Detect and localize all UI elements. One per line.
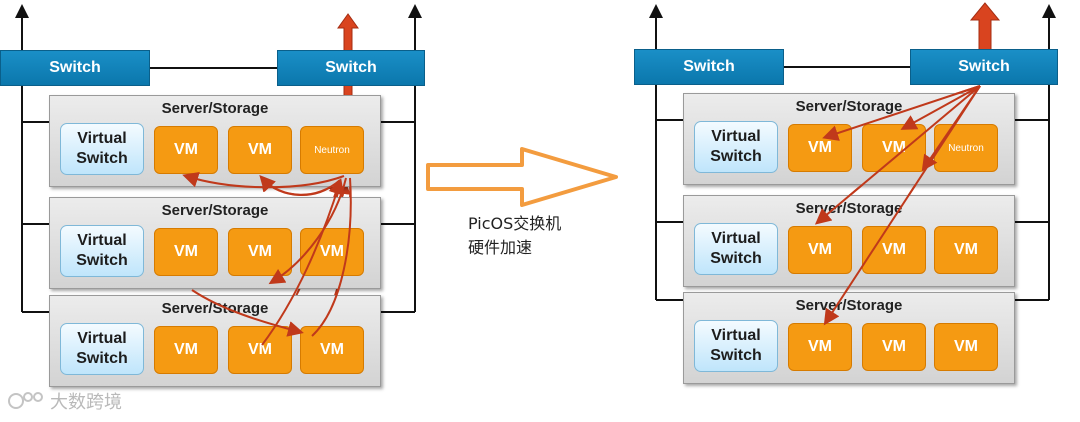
left-server-3: Server/Storage Virtual Switch VM VM VM bbox=[49, 295, 381, 387]
server-title: Server/Storage bbox=[795, 98, 903, 115]
vm-box: VM bbox=[154, 326, 218, 374]
virtual-switch: Virtual Switch bbox=[694, 223, 778, 275]
vswitch-line-1: Virtual bbox=[77, 232, 127, 249]
vm-box: VM bbox=[934, 226, 998, 274]
acceleration-caption: PicOS交换机 硬件加速 bbox=[468, 212, 598, 260]
vm-box: VM bbox=[934, 323, 998, 371]
switch-label: Switch bbox=[958, 58, 1010, 75]
right-switch-2: Switch bbox=[910, 49, 1058, 85]
watermark-text: 大数跨境 bbox=[50, 392, 122, 413]
vm-box: VM bbox=[154, 228, 218, 276]
neutron-box: Neutron bbox=[300, 126, 364, 174]
vswitch-line-2: Switch bbox=[710, 250, 762, 267]
vm-box: VM bbox=[228, 326, 292, 374]
left-switch-1: Switch bbox=[0, 50, 150, 86]
vm-box: VM bbox=[228, 228, 292, 276]
hollow-right-arrow-icon bbox=[426, 147, 618, 207]
left-server-2: Server/Storage Virtual Switch VM VM VM bbox=[49, 197, 381, 289]
vm-box: VM bbox=[788, 226, 852, 274]
watermark-logo-icon bbox=[8, 392, 43, 409]
server-title: Server/Storage bbox=[161, 202, 269, 219]
vm-box: VM bbox=[788, 323, 852, 371]
left-switch-2: Switch bbox=[277, 50, 425, 86]
virtual-switch: Virtual Switch bbox=[60, 225, 144, 277]
vswitch-line-1: Virtual bbox=[711, 128, 761, 145]
vm-box: VM bbox=[300, 326, 364, 374]
vswitch-line-2: Switch bbox=[76, 252, 128, 269]
right-server-2: Server/Storage Virtual Switch VM VM VM bbox=[683, 195, 1015, 287]
vswitch-line-1: Virtual bbox=[711, 327, 761, 344]
vswitch-line-2: Switch bbox=[76, 150, 128, 167]
virtual-switch: Virtual Switch bbox=[694, 320, 778, 372]
vswitch-line-2: Switch bbox=[76, 350, 128, 367]
virtual-switch: Virtual Switch bbox=[60, 323, 144, 375]
caption-line-1: PicOS交换机 bbox=[468, 214, 562, 233]
vswitch-line-1: Virtual bbox=[711, 230, 761, 247]
virtual-switch: Virtual Switch bbox=[60, 123, 144, 175]
vm-box: VM bbox=[300, 228, 364, 276]
vswitch-line-2: Switch bbox=[710, 347, 762, 364]
vswitch-line-1: Virtual bbox=[77, 330, 127, 347]
left-server-1: Server/Storage Virtual Switch VM VM Neut… bbox=[49, 95, 381, 187]
switch-label: Switch bbox=[683, 58, 735, 75]
server-title: Server/Storage bbox=[795, 297, 903, 314]
virtual-switch: Virtual Switch bbox=[694, 121, 778, 173]
right-switch-1: Switch bbox=[634, 49, 784, 85]
server-title: Server/Storage bbox=[161, 300, 269, 317]
vm-box: VM bbox=[862, 124, 926, 172]
caption-line-2: 硬件加速 bbox=[468, 238, 533, 257]
server-title: Server/Storage bbox=[161, 100, 269, 117]
switch-label: Switch bbox=[49, 59, 101, 76]
vswitch-line-2: Switch bbox=[710, 148, 762, 165]
vswitch-line-1: Virtual bbox=[77, 130, 127, 147]
vm-box: VM bbox=[862, 323, 926, 371]
watermark: 大数跨境 bbox=[8, 388, 122, 414]
neutron-box: Neutron bbox=[934, 124, 998, 172]
right-server-1: Server/Storage Virtual Switch VM VM Neut… bbox=[683, 93, 1015, 185]
vm-box: VM bbox=[228, 126, 292, 174]
switch-label: Switch bbox=[325, 59, 377, 76]
right-server-3: Server/Storage Virtual Switch VM VM VM bbox=[683, 292, 1015, 384]
left-flow-overlay bbox=[182, 172, 352, 346]
right-flow-overlay bbox=[814, 85, 981, 326]
